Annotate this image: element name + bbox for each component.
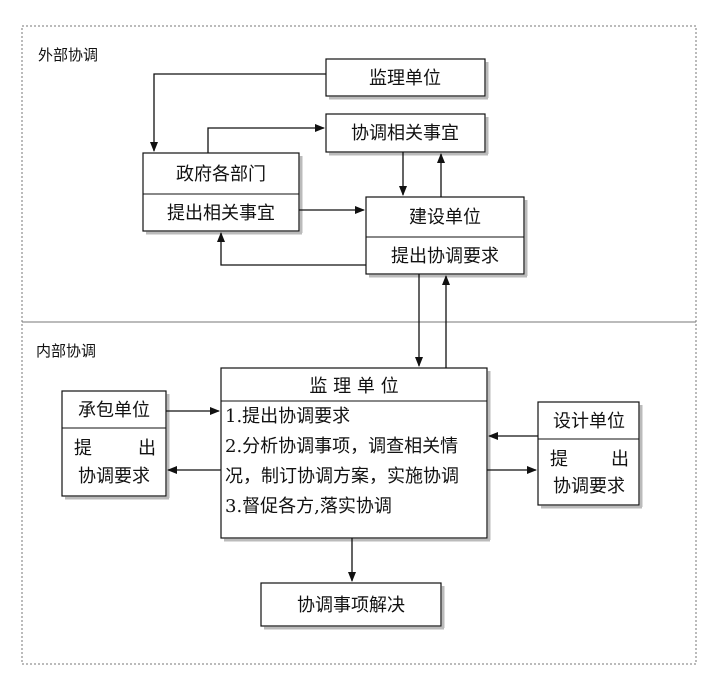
government-box [142, 152, 300, 232]
coordinate-matters-label: 协调相关事宜 [351, 123, 459, 144]
designer-body-left: 提 [550, 449, 568, 470]
designer-title: 设计单位 [553, 411, 625, 432]
contractor-title: 承包单位 [78, 400, 150, 421]
supervisor-main-line: 3.督促各方,落实协调 [225, 496, 392, 517]
external-coordination-region [21, 25, 697, 323]
external-coordination-label: 外部协调 [38, 46, 98, 64]
designer-box [537, 401, 640, 506]
contractor-box [61, 390, 167, 497]
supervisor-main-line: 1.提出协调要求 [225, 406, 350, 427]
resolved-label: 协调事项解决 [297, 595, 405, 616]
internal-coordination-region [21, 321, 697, 665]
contractor-body-left: 提 [74, 438, 92, 459]
government-body: 提出相关事宜 [167, 203, 275, 224]
coordinate-matters-box [325, 113, 486, 153]
supervisor-top-label: 监理单位 [369, 68, 441, 89]
designer-body-right: 出 [611, 449, 629, 470]
supervisor-main-line: 2.分析协调事项，调查相关情 [225, 436, 458, 457]
supervisor-main-box [220, 367, 488, 539]
contractor-body-right: 出 [138, 438, 156, 459]
supervisor-main-line: 况，制订协调方案，实施协调 [225, 466, 459, 487]
arrow-government-to-matters [207, 124, 325, 153]
construction-box [365, 196, 525, 275]
designer-body-line2: 协调要求 [553, 476, 625, 497]
arrow-construction-to-government [217, 232, 366, 266]
construction-title: 建设单位 [409, 207, 481, 228]
resolved-box [260, 582, 442, 627]
government-title: 政府各部门 [176, 164, 266, 185]
internal-coordination-label: 内部协调 [36, 342, 96, 360]
construction-body: 提出协调要求 [391, 246, 499, 267]
contractor-body-line2: 协调要求 [78, 466, 150, 487]
supervisor-top-box [325, 58, 486, 97]
supervisor-main-title: 监 理 单 位 [309, 376, 398, 397]
arrow-supervisor-to-government [150, 73, 326, 152]
